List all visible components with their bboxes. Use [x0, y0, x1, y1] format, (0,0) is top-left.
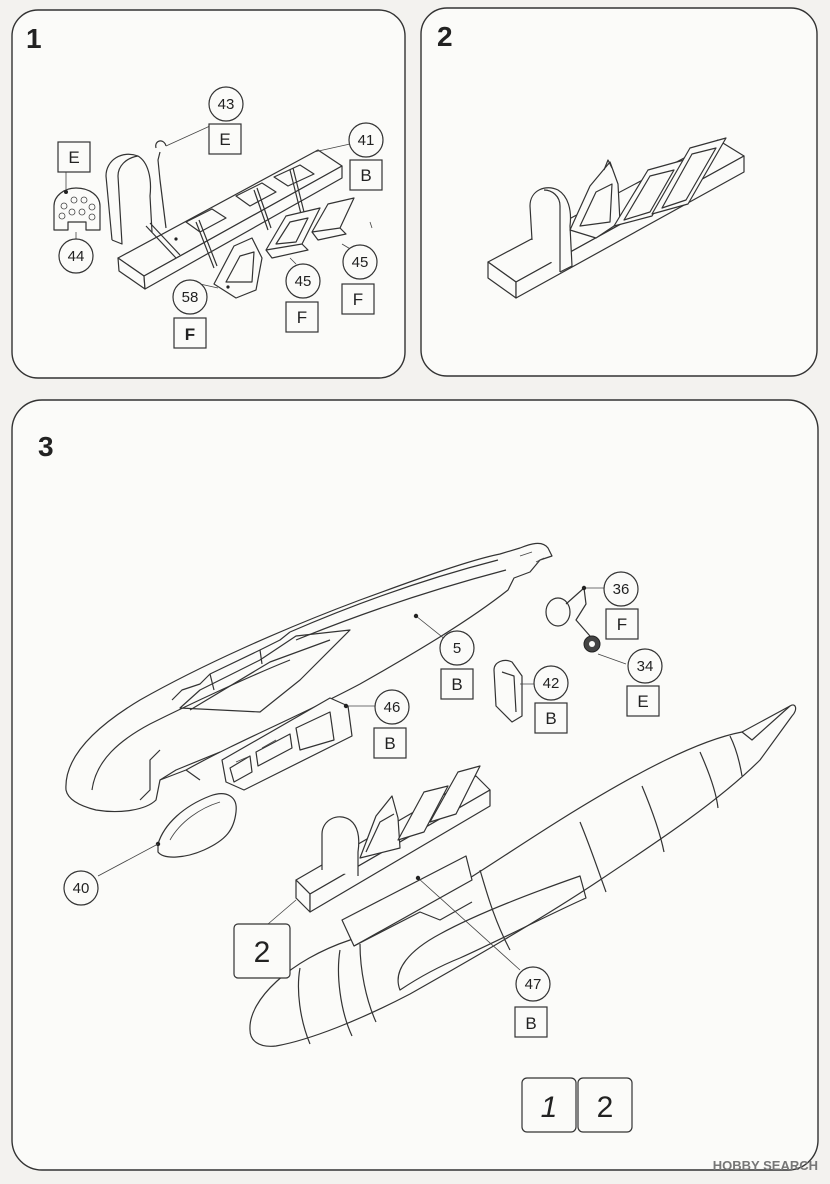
svg-text:45: 45 [352, 254, 369, 271]
fuselage-half-part-47 [249, 704, 797, 1047]
svg-text:F: F [617, 615, 627, 634]
svg-text:B: B [360, 166, 371, 185]
orange-speck [369, 221, 373, 229]
svg-text:47: 47 [525, 976, 542, 993]
step-1-number: 1 [26, 23, 42, 54]
watermark: HOBBY SEARCH [713, 1158, 818, 1173]
svg-text:2: 2 [254, 936, 271, 969]
part-42 [493, 659, 523, 723]
instrument-panel-part-44 [53, 187, 101, 231]
svg-text:42: 42 [543, 675, 560, 692]
svg-text:B: B [384, 734, 395, 753]
part-34-wheel [583, 635, 601, 653]
step-1-panel: 1 [11, 9, 406, 379]
version-option-2: 2 [577, 1077, 633, 1133]
svg-text:F: F [353, 290, 363, 309]
control-stick [159, 179, 167, 229]
svg-text:36: 36 [613, 581, 630, 598]
svg-text:34: 34 [637, 658, 654, 675]
svg-text:5: 5 [453, 640, 461, 657]
sidewall-part-46 [221, 697, 353, 791]
part-36 [545, 587, 591, 637]
callout-5: 5 B [439, 630, 475, 700]
svg-text:E: E [219, 130, 230, 149]
seat-frame-part-45a [265, 207, 321, 259]
seat-part-58 [213, 237, 263, 299]
callout-36: 36 F [603, 571, 639, 640]
svg-text:58: 58 [182, 289, 199, 306]
seat-frame-part-45b [311, 197, 355, 241]
rod-2 [195, 219, 218, 269]
subassembly-ref-box: 2 [233, 923, 291, 979]
svg-text:2: 2 [597, 1091, 614, 1124]
svg-text:B: B [545, 709, 556, 728]
svg-text:E: E [637, 692, 648, 711]
callout-34: 34 E [626, 648, 663, 717]
svg-text:B: B [451, 675, 462, 694]
part-43-hook [155, 140, 167, 181]
svg-text:41: 41 [358, 132, 375, 149]
callout-41: 41 B [348, 122, 384, 191]
callout-42: 42 B [533, 665, 569, 734]
callout-47: 47 B [514, 966, 551, 1038]
step-2-number: 2 [437, 21, 453, 52]
cockpit-subassembly [295, 765, 491, 913]
svg-text:44: 44 [68, 248, 85, 265]
cockpit-assembly [487, 137, 745, 299]
callout-46: 46 B [373, 689, 410, 759]
callout-45-right: 45 F [341, 244, 378, 315]
callout-58: 58 F [172, 279, 208, 349]
rod-1 [145, 222, 181, 259]
svg-text:45: 45 [295, 273, 312, 290]
svg-text:E: E [68, 148, 79, 167]
instrument-bulkhead [105, 153, 153, 245]
rod-4 [289, 167, 306, 219]
step-3-panel: 3 [11, 399, 819, 1171]
step-3-number: 3 [38, 431, 54, 462]
version-option-1: 1 [521, 1077, 577, 1133]
callout-40: 40 [63, 870, 99, 906]
svg-text:B: B [525, 1014, 536, 1033]
rod-3 [253, 187, 272, 231]
callout-45-left: 45 F [285, 263, 321, 333]
fuselage-half-part-5 [65, 542, 553, 813]
svg-text:F: F [185, 325, 195, 344]
svg-text:F: F [297, 308, 307, 327]
svg-text:40: 40 [73, 880, 90, 897]
svg-text:HOBBY SEARCH: HOBBY SEARCH [713, 1158, 818, 1173]
svg-text:46: 46 [384, 699, 401, 716]
callout-43: 43 E [208, 86, 244, 155]
callout-44: E 44 [57, 141, 94, 274]
step-2-panel: 2 [420, 7, 818, 377]
canopy-part-40 [157, 793, 237, 858]
svg-text:1: 1 [541, 1091, 558, 1124]
svg-text:43: 43 [218, 96, 235, 113]
